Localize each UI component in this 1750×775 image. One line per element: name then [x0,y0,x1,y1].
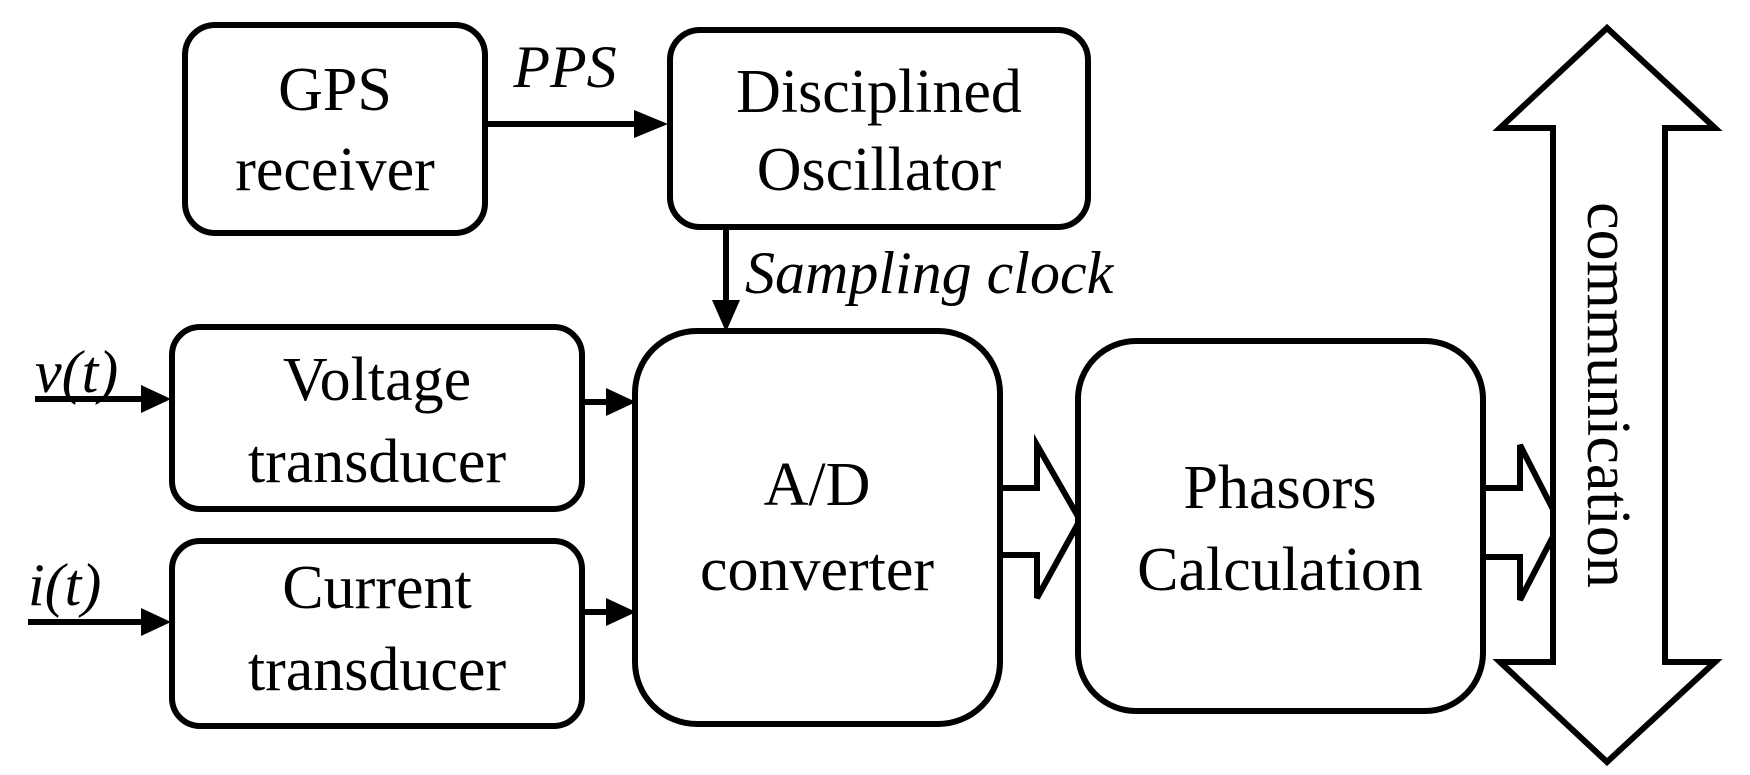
disciplined-oscillator-block: Disciplined Oscillator [667,27,1091,230]
current-input-label: i(t) [28,552,101,618]
phasors-calculation-block: Phasors Calculation [1075,338,1486,714]
ad-converter-label-line2: converter [700,536,934,604]
sampling-clock-label: Sampling clock [745,240,1115,306]
voltage-input-label: v(t) [35,339,118,405]
current-to-adc-arrow [582,598,636,626]
ad-converter-block: A/D converter [632,328,1003,727]
gps-receiver-block: GPS receiver [182,22,488,236]
voltage-to-adc-arrow [582,388,636,416]
phasors-calculation-label-line1: Phasors [1184,454,1377,522]
sampling-clock-arrow [712,227,740,332]
ad-converter-label-line1: A/D [764,451,871,519]
current-transducer-label-line2: transducer [248,636,507,704]
voltage-transducer-block: Voltage transducer [169,324,585,512]
adc-to-phasors-hollow-arrow [997,433,1084,600]
current-transducer-block: Current transducer [169,538,585,729]
disciplined-oscillator-label-line1: Disciplined [736,58,1022,126]
voltage-transducer-label-line2: transducer [248,428,507,496]
gps-receiver-label-line1: GPS [278,56,392,124]
pps-arrow [485,110,668,138]
communication-bus-arrow [1492,23,1723,767]
gps-receiver-label-line2: receiver [235,136,435,204]
phasors-to-communication-hollow-arrow [1480,443,1564,602]
phasors-calculation-label-line2: Calculation [1137,536,1423,604]
communication-label: communication [1574,202,1642,588]
disciplined-oscillator-label-line2: Oscillator [757,136,1002,204]
current-transducer-label-line1: Current [282,554,471,622]
voltage-input-arrow [35,385,171,413]
voltage-transducer-label-line1: Voltage [283,346,471,414]
current-input-arrow [28,608,171,636]
pps-label: PPS [512,34,616,100]
